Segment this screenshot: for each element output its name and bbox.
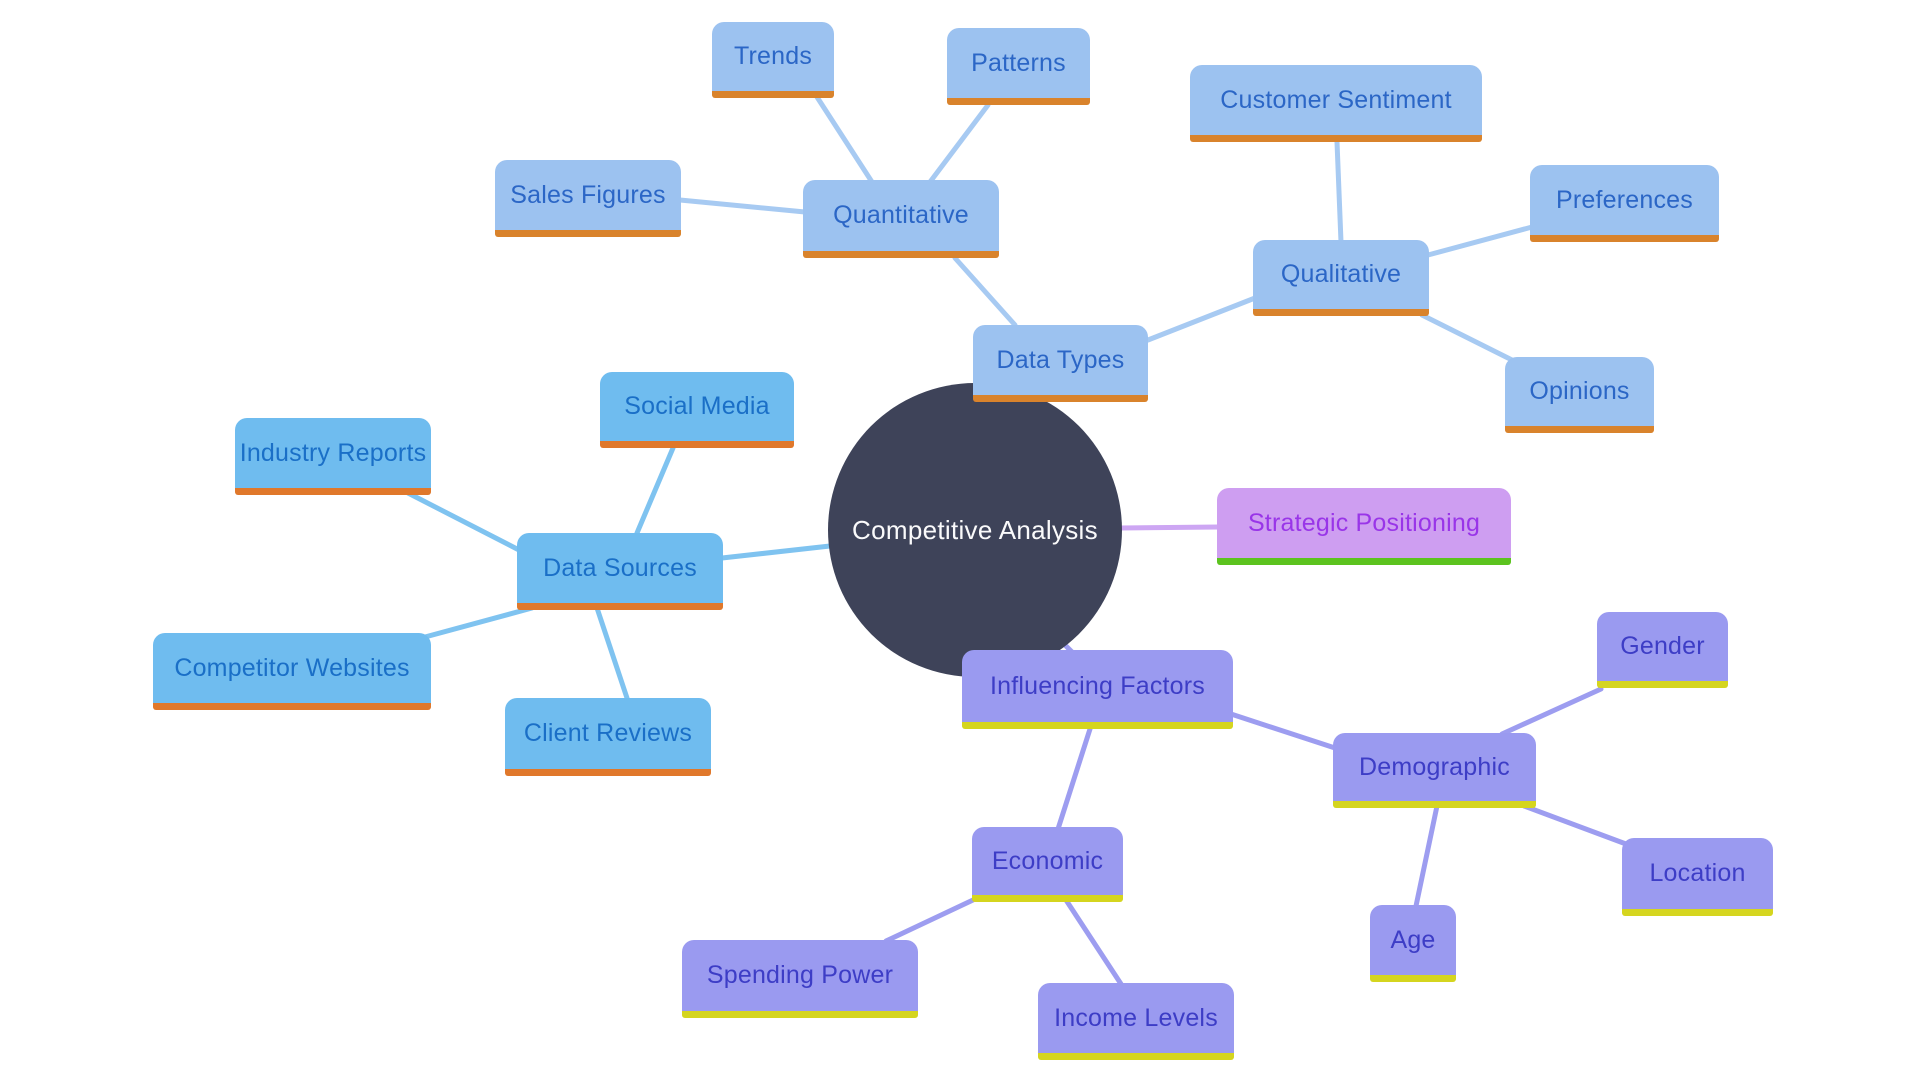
node-demographic[interactable]: Demographic: [1333, 733, 1536, 808]
node-label: Age: [1390, 925, 1436, 954]
central-node[interactable]: Competitive Analysis: [828, 383, 1122, 677]
node-label: Gender: [1620, 632, 1705, 660]
node-strategic-positioning[interactable]: Strategic Positioning: [1217, 488, 1511, 565]
node-label: Data Sources: [543, 553, 697, 582]
node-label: Patterns: [971, 48, 1066, 77]
node-preferences[interactable]: Preferences: [1530, 165, 1719, 242]
edge-qualitative-preferences: [1425, 224, 1535, 258]
edge-demographic-gender: [1499, 686, 1604, 737]
node-label: Social Media: [624, 392, 770, 420]
node-data-sources[interactable]: Data Sources: [517, 533, 723, 610]
node-label: Spending Power: [706, 961, 894, 989]
node-label: Customer Sentiment: [1220, 85, 1452, 114]
edge-patterns-quantitative: [927, 102, 991, 185]
edge-customer-sentiment-qualitative: [1334, 139, 1344, 245]
node-gender[interactable]: Gender: [1597, 612, 1728, 688]
node-quantitative[interactable]: Quantitative: [803, 180, 999, 258]
node-industry-reports[interactable]: Industry Reports: [235, 418, 431, 495]
node-label: Preferences: [1556, 185, 1693, 214]
node-economic[interactable]: Economic: [972, 827, 1123, 902]
node-patterns[interactable]: Patterns: [947, 28, 1090, 105]
node-label: Quantitative: [833, 201, 969, 229]
node-label: Income Levels: [1054, 1003, 1218, 1032]
node-label: Strategic Positioning: [1247, 508, 1481, 537]
edge-influencing-factors-demographic: [1228, 711, 1338, 751]
node-spending-power[interactable]: Spending Power: [682, 940, 918, 1018]
edge-quantitative-data-types: [952, 255, 1018, 328]
node-label: Data Types: [996, 345, 1125, 374]
edge-influencing-factors-economic: [1055, 726, 1093, 832]
node-income-levels[interactable]: Income Levels: [1038, 983, 1234, 1060]
node-label: Location: [1649, 859, 1746, 887]
edge-social-media-data-sources: [634, 445, 676, 536]
node-label: Competitor Websites: [174, 653, 410, 682]
node-label: Sales Figures: [510, 180, 666, 209]
node-label: Influencing Factors: [989, 671, 1206, 700]
edge-qualitative-opinions: [1419, 312, 1515, 363]
edge-industry-reports-data-sources: [405, 490, 522, 553]
node-label: Economic: [991, 846, 1104, 875]
edge-economic-spending-power: [883, 897, 976, 944]
node-age[interactable]: Age: [1370, 905, 1456, 982]
node-influencing-factors[interactable]: Influencing Factors: [962, 650, 1233, 729]
edge-center-data-sources: [719, 543, 833, 561]
edge-economic-income-levels: [1063, 897, 1124, 987]
node-data-types[interactable]: Data Types: [973, 325, 1148, 402]
node-qualitative[interactable]: Qualitative: [1253, 240, 1429, 316]
node-sales-figures[interactable]: Sales Figures: [495, 160, 681, 237]
node-opinions[interactable]: Opinions: [1505, 357, 1654, 433]
node-client-reviews[interactable]: Client Reviews: [505, 698, 711, 776]
edge-demographic-location: [1521, 803, 1629, 847]
edge-data-sources-client-reviews: [594, 605, 630, 701]
edge-data-sources-competitor-websites: [422, 605, 535, 640]
edge-sales-figures-quantitative: [677, 197, 808, 215]
node-label: Industry Reports: [239, 438, 427, 467]
edge-demographic-age: [1413, 803, 1440, 909]
node-location[interactable]: Location: [1622, 838, 1773, 916]
node-label: Opinions: [1529, 377, 1630, 405]
node-customer-sentiment[interactable]: Customer Sentiment: [1190, 65, 1482, 142]
central-node-label: Competitive Analysis: [852, 514, 1098, 545]
node-label: Client Reviews: [523, 719, 693, 747]
node-social-media[interactable]: Social Media: [600, 372, 794, 448]
node-trends[interactable]: Trends: [712, 22, 834, 98]
edge-trends-quantitative: [814, 94, 875, 185]
edge-center-strategic-positioning: [1117, 524, 1222, 531]
node-label: Trends: [733, 42, 813, 70]
node-competitor-websites[interactable]: Competitor Websites: [153, 633, 431, 710]
edge-data-types-qualitative: [1145, 295, 1258, 343]
node-label: Demographic: [1359, 752, 1510, 781]
node-label: Qualitative: [1280, 260, 1402, 288]
